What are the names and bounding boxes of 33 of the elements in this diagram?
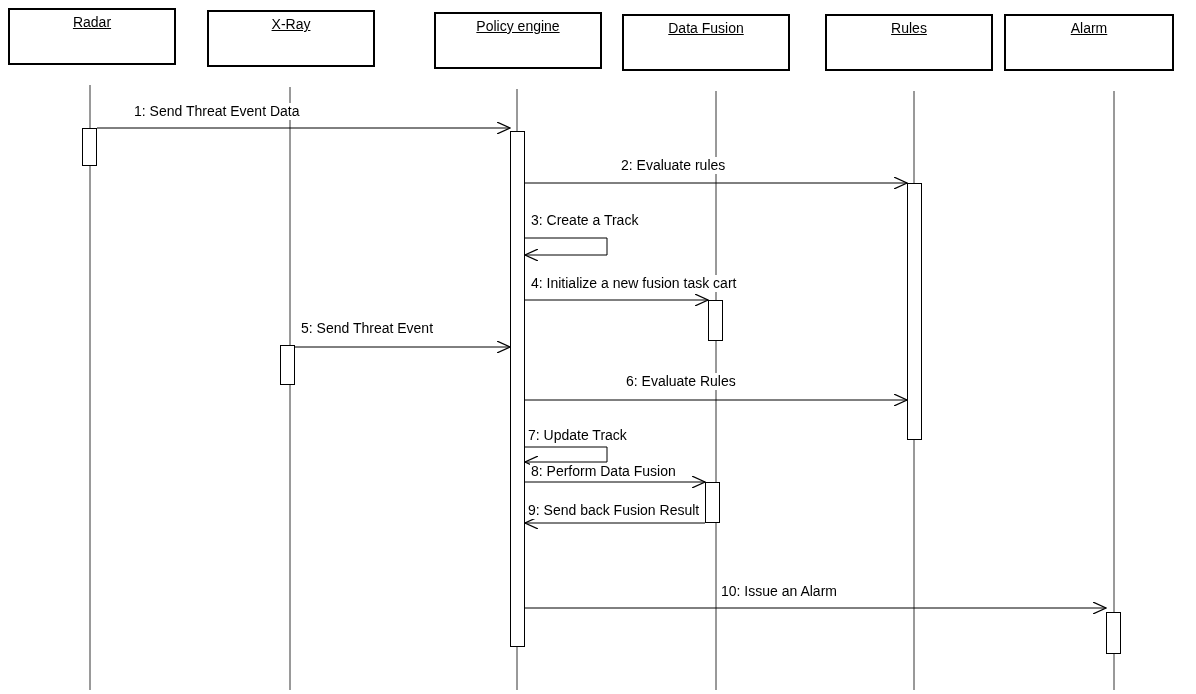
- lifeline-header-box: [622, 14, 790, 71]
- lifeline-header-box: [434, 12, 602, 69]
- participant-name: Policy engine: [476, 18, 560, 34]
- lifeline-header-box: [8, 8, 176, 65]
- message-arrow: [524, 475, 706, 489]
- activation-bar: [705, 482, 720, 523]
- message-arrow: [524, 176, 908, 190]
- message-arrow: [524, 293, 709, 307]
- message-arrow: [294, 340, 511, 354]
- message-label: 9: Send back Fusion Result: [527, 502, 701, 519]
- message-arrow: [524, 393, 908, 407]
- participant-name: Rules: [891, 20, 927, 36]
- message-label: 1: Send Threat Event Data: [133, 103, 301, 120]
- message-arrow: [524, 601, 1107, 615]
- activation-bar: [1106, 612, 1121, 654]
- participant-name: Data Fusion: [668, 20, 744, 36]
- message-label: 6: Evaluate Rules: [625, 373, 737, 390]
- lifeline-header-box: [1004, 14, 1174, 71]
- activation-bar: [907, 183, 922, 440]
- activation-bar: [82, 128, 97, 166]
- lifeline-header-box: [825, 14, 993, 71]
- lifeline-header-box: [207, 10, 375, 67]
- activation-bar: [510, 131, 525, 647]
- participant-name: X-Ray: [271, 16, 311, 32]
- message-arrow: [96, 121, 511, 135]
- activation-bar: [708, 300, 723, 341]
- activation-bar: [280, 345, 295, 385]
- message-label: 7: Update Track: [527, 427, 628, 444]
- message-arrow: [524, 237, 608, 262]
- message-label: 4: Initialize a new fusion task cart: [530, 275, 738, 292]
- message-label: 2: Evaluate rules: [620, 157, 727, 174]
- participant-name: Radar: [72, 14, 112, 30]
- participant-name: Alarm: [1070, 20, 1108, 36]
